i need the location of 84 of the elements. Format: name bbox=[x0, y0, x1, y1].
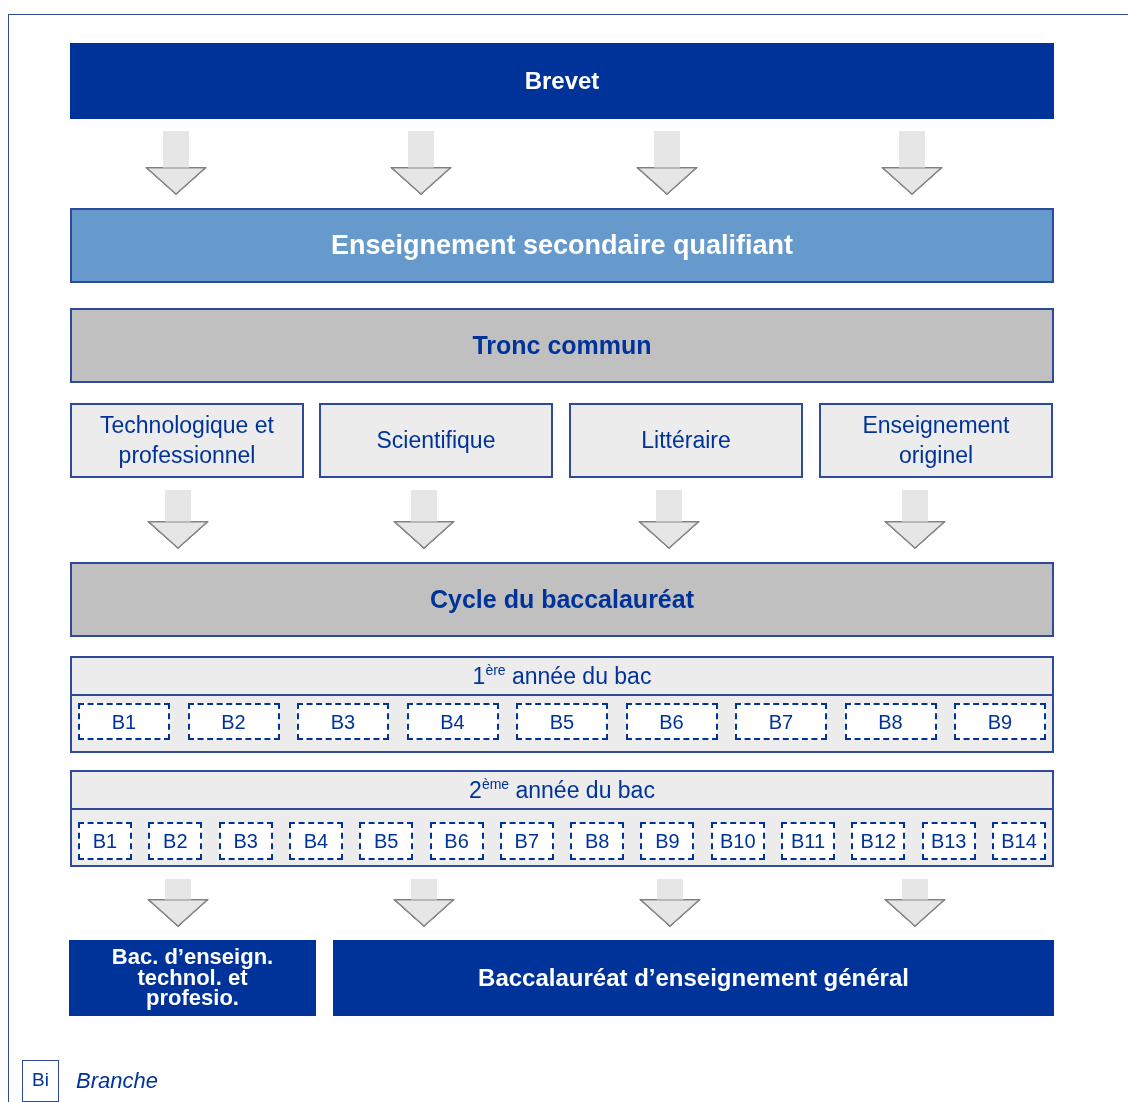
stage-banner bbox=[70, 562, 1054, 637]
stream-box bbox=[319, 403, 553, 478]
block-arrow bbox=[640, 879, 700, 927]
branch-box bbox=[359, 822, 414, 860]
block-arrow bbox=[148, 879, 208, 927]
node-label: B8 bbox=[878, 709, 903, 735]
branch-box bbox=[406, 703, 499, 740]
branch-box bbox=[954, 703, 1046, 740]
node-label: B12 bbox=[860, 829, 897, 854]
node-label: B6 bbox=[444, 829, 469, 854]
node-label: B5 bbox=[374, 829, 399, 854]
branch-box bbox=[297, 703, 389, 740]
node-label: B3 bbox=[233, 829, 258, 854]
node-label: B11 bbox=[791, 829, 826, 854]
node-label: B5 bbox=[549, 709, 575, 735]
node-label: B2 bbox=[163, 829, 188, 854]
block-arrow bbox=[882, 131, 942, 195]
branch-box bbox=[844, 703, 937, 740]
node-label: B6 bbox=[659, 709, 684, 735]
block-arrow bbox=[391, 131, 451, 195]
node-label: Cycle du baccalauréat bbox=[430, 584, 694, 616]
node-label: B2 bbox=[221, 709, 246, 735]
branch-box bbox=[148, 822, 203, 860]
node-label: B9 bbox=[987, 709, 1013, 735]
branch-box bbox=[187, 703, 280, 740]
node-label: B1 bbox=[111, 709, 137, 735]
stage-banner bbox=[70, 308, 1054, 383]
node-label: Enseignement originel bbox=[861, 410, 1011, 470]
node-label: Bac. d’enseign. technol. et profesio. bbox=[110, 946, 275, 1010]
block-arrow bbox=[394, 879, 454, 927]
year-band bbox=[70, 770, 1054, 867]
branch-box bbox=[516, 703, 608, 740]
year-band bbox=[70, 656, 1054, 753]
branch-box bbox=[218, 822, 273, 860]
branch-box bbox=[640, 822, 695, 860]
stream-box bbox=[819, 403, 1053, 478]
branch-box bbox=[78, 703, 170, 740]
block-arrow bbox=[394, 490, 454, 549]
node-label: B3 bbox=[330, 709, 356, 735]
branch-box bbox=[851, 822, 906, 860]
level-banner bbox=[70, 43, 1054, 119]
node-label: B13 bbox=[930, 829, 967, 854]
block-arrow bbox=[639, 490, 699, 549]
node-label: B1 bbox=[92, 829, 118, 854]
node-label: Littéraire bbox=[641, 425, 731, 455]
stream-box bbox=[569, 403, 803, 478]
node-label: B7 bbox=[514, 829, 540, 854]
branch-box bbox=[735, 703, 827, 740]
block-arrow bbox=[148, 490, 208, 549]
node-label: Enseignement secondaire qualifiant bbox=[330, 228, 794, 262]
branch-box bbox=[499, 822, 554, 860]
diploma-banner bbox=[333, 940, 1054, 1016]
branch-box bbox=[710, 822, 765, 860]
branch-box bbox=[78, 822, 132, 860]
node-label: Baccalauréat d’enseignement général bbox=[478, 963, 909, 994]
block-arrow bbox=[146, 131, 206, 195]
diploma-banner bbox=[69, 940, 316, 1016]
block-arrow bbox=[885, 490, 945, 549]
node-label: B8 bbox=[584, 829, 610, 854]
branch-box bbox=[570, 822, 625, 860]
node-label: B4 bbox=[440, 709, 465, 735]
legend-label: Branche bbox=[76, 1068, 158, 1094]
node-label: B9 bbox=[655, 829, 680, 854]
node-label: B4 bbox=[303, 829, 329, 854]
branch-box bbox=[625, 703, 718, 740]
legend-sample: Bi bbox=[22, 1060, 59, 1102]
node-label: Technologique et professionnel bbox=[99, 410, 275, 470]
node-label: B14 bbox=[1001, 829, 1037, 854]
node-label: B7 bbox=[768, 709, 794, 735]
branch-box bbox=[288, 822, 343, 860]
stage-banner bbox=[70, 208, 1054, 283]
band-heading: 2$^{ème}$ année du bac bbox=[72, 772, 1052, 810]
branch-box bbox=[781, 822, 836, 860]
stream-box bbox=[70, 403, 304, 478]
block-arrow bbox=[637, 131, 697, 195]
block-arrow bbox=[885, 879, 945, 927]
branch-box bbox=[921, 822, 976, 860]
band-heading: 1$^{ère}$ année du bac bbox=[72, 658, 1052, 696]
node-label: B10 bbox=[719, 829, 756, 854]
node-label: Tronc commun bbox=[472, 330, 652, 362]
branch-box bbox=[992, 822, 1046, 860]
node-label: Scientifique bbox=[376, 425, 496, 455]
branch-box bbox=[429, 822, 484, 860]
node-label: Brevet bbox=[524, 66, 600, 97]
